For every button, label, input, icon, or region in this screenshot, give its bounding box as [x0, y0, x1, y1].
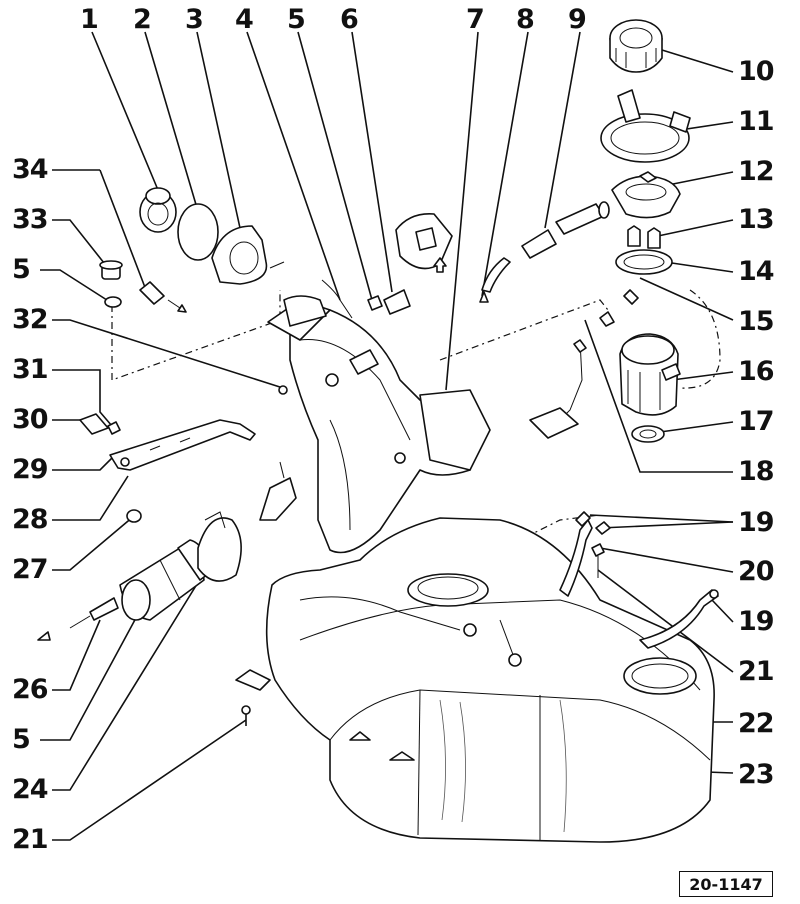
filler-neck [267, 295, 491, 554]
bolt-21-left [241, 705, 251, 726]
callout-5-left-upper: 5 [12, 254, 30, 285]
callout-6: 6 [340, 4, 358, 35]
callout-1: 1 [80, 4, 98, 35]
filler-housing [211, 225, 285, 285]
clip-31 [107, 421, 121, 435]
callout-3: 3 [185, 4, 203, 35]
sender-flange-12 [611, 171, 681, 219]
callout-33: 33 [12, 204, 48, 235]
callout-34: 34 [12, 154, 48, 185]
callout-32: 32 [12, 304, 48, 335]
callout-21-left: 21 [12, 824, 48, 855]
callout-13: 13 [738, 204, 774, 235]
callout-16: 16 [738, 356, 774, 387]
callout-5-left-lower: 5 [12, 724, 30, 755]
fuel-pump-16 [619, 333, 681, 416]
diagram-reference-number: 20-1147 [679, 871, 773, 897]
callout-23: 23 [738, 759, 774, 790]
valve-6 [383, 213, 453, 315]
o-ring-5 [104, 296, 122, 308]
pipe-9 [521, 201, 610, 259]
seal-11 [600, 89, 691, 163]
bolt-32 [278, 385, 288, 395]
seal-17 [631, 425, 665, 443]
callout-10: 10 [738, 56, 774, 87]
strap-19-lower [639, 589, 719, 649]
callout-7: 7 [466, 4, 484, 35]
callout-27: 27 [12, 554, 48, 585]
callout-30: 30 [12, 404, 48, 435]
callout-9: 9 [568, 4, 586, 35]
connector-15 [599, 289, 639, 327]
callout-2: 2 [133, 4, 151, 35]
fuel-gauge-sender [529, 339, 587, 439]
filler-cap [139, 187, 177, 233]
lock-ring-10 [609, 19, 663, 73]
callout-22: 22 [738, 708, 774, 739]
callout-11: 11 [738, 106, 774, 137]
callout-15: 15 [738, 306, 774, 337]
callout-19-upper: 19 [738, 507, 774, 538]
callout-17: 17 [738, 406, 774, 437]
seal-13 [627, 225, 661, 249]
bracket-clamp-24 [197, 511, 242, 582]
callout-12: 12 [738, 156, 774, 187]
strap-19-upper [559, 511, 611, 597]
connection-26 [37, 597, 119, 641]
seal-14 [615, 249, 673, 275]
callout-21-right: 21 [738, 656, 774, 687]
callout-28: 28 [12, 504, 48, 535]
fuel-tank [235, 517, 715, 843]
connector-30 [79, 413, 109, 435]
callout-19-lower: 19 [738, 606, 774, 637]
callout-14: 14 [738, 256, 774, 287]
callout-31: 31 [12, 354, 48, 385]
callout-5-top: 5 [287, 4, 305, 35]
hose-34 [139, 281, 187, 313]
bracket-29 [109, 419, 256, 471]
callout-29: 29 [12, 454, 48, 485]
callout-labels: 1 2 3 4 5 6 7 8 9 10 11 12 13 14 15 16 1… [12, 4, 775, 855]
cap-seal-ring [177, 203, 219, 261]
fuel-filter [119, 539, 209, 621]
callout-26: 26 [12, 674, 48, 705]
bracket-20 [591, 543, 605, 578]
vent-valve-33 [99, 260, 123, 280]
callout-18: 18 [738, 456, 774, 487]
callout-20: 20 [738, 556, 774, 587]
hose-elbow-left [259, 461, 297, 521]
vent-line-4 [321, 279, 383, 319]
callout-8: 8 [516, 4, 534, 35]
hose-8 [479, 257, 511, 303]
callout-4: 4 [235, 4, 253, 35]
nut-27 [126, 509, 142, 523]
callout-24: 24 [12, 774, 48, 805]
